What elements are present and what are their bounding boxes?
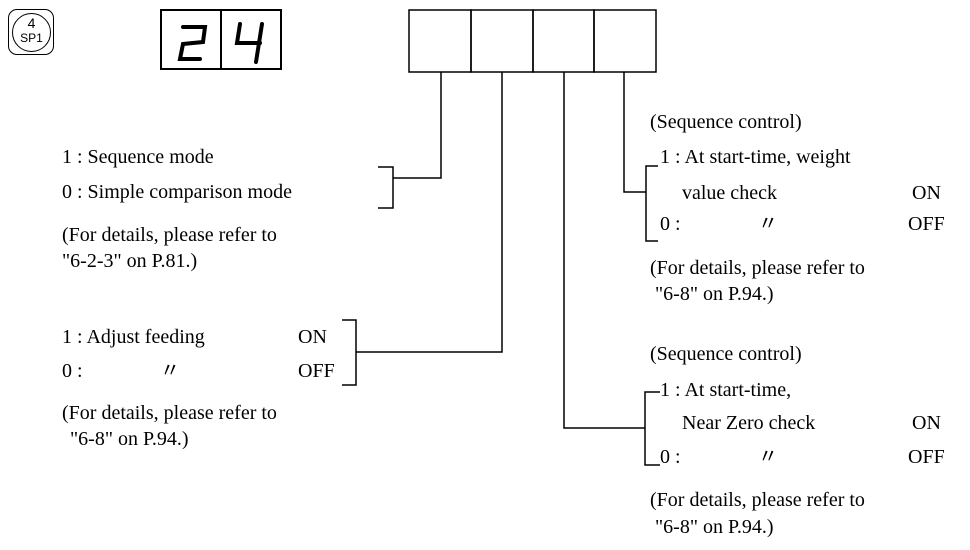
near-zero-on: ON — [912, 412, 941, 434]
weight-check-line-0: 0 : — [660, 213, 681, 235]
near-zero-ref-1: (For details, please refer to — [650, 489, 865, 511]
near-zero-heading: (Sequence control) — [650, 343, 802, 365]
near-zero-line-0: 0 : — [660, 446, 681, 468]
near-zero-ref-2: "6-8" on P.94.) — [655, 516, 774, 538]
switch-boxes — [408, 9, 657, 73]
near-zero-off: OFF — [908, 446, 945, 468]
adjust-feeding-ditto: 〃 — [160, 360, 180, 382]
near-zero-ditto: 〃 — [758, 446, 778, 468]
seq-mode-line-0: 0 : Simple comparison mode — [62, 181, 292, 203]
key-circle: 4 SP1 — [12, 13, 51, 52]
weight-check-off: OFF — [908, 213, 945, 235]
adjust-feeding-line-1: 1 : Adjust feeding — [62, 326, 205, 348]
near-zero-line-2: Near Zero check — [682, 412, 816, 434]
near-zero-line-1: 1 : At start-time, — [660, 379, 792, 401]
seq-mode-ref-1: (For details, please refer to — [62, 224, 277, 246]
key-number: 4 — [27, 15, 36, 31]
weight-check-bracket — [645, 165, 658, 242]
weight-check-ref-2: "6-8" on P.94.) — [655, 283, 774, 305]
switch-box-4 — [593, 9, 657, 73]
adjust-feeding-on: ON — [298, 326, 327, 348]
sp1-key-button[interactable]: 4 SP1 — [8, 9, 54, 55]
seq-mode-ref-2: "6-2-3" on P.81.) — [62, 250, 198, 272]
weight-check-connector — [623, 72, 646, 193]
adjust-feeding-line-0: 0 : — [62, 360, 83, 382]
switch-box-1 — [408, 9, 472, 73]
weight-check-line-1: 1 : At start-time, weight — [660, 146, 851, 168]
weight-check-ref-1: (For details, please refer to — [650, 257, 865, 279]
adjust-feeding-bracket — [342, 319, 357, 386]
display-digit-4 — [234, 22, 264, 64]
near-zero-connector — [563, 72, 645, 429]
seq-mode-line-1: 1 : Sequence mode — [62, 146, 214, 168]
weight-check-ditto: 〃 — [758, 213, 778, 235]
switch-box-3 — [532, 9, 595, 73]
adjust-feeding-off: OFF — [298, 360, 335, 382]
weight-check-on: ON — [912, 182, 941, 204]
key-label: SP1 — [20, 31, 43, 45]
weight-check-line-2: value check — [682, 182, 777, 204]
display-digit-2 — [177, 25, 208, 61]
adjust-feeding-ref-2: "6-8" on P.94.) — [70, 428, 189, 450]
seq-mode-bracket — [378, 166, 394, 209]
adjust-feeding-connector — [356, 72, 503, 353]
near-zero-bracket — [644, 391, 660, 466]
seq-mode-connector — [393, 72, 442, 179]
adjust-feeding-ref-1: (For details, please refer to — [62, 402, 277, 424]
weight-check-heading: (Sequence control) — [650, 111, 802, 133]
switch-box-2 — [470, 9, 534, 73]
